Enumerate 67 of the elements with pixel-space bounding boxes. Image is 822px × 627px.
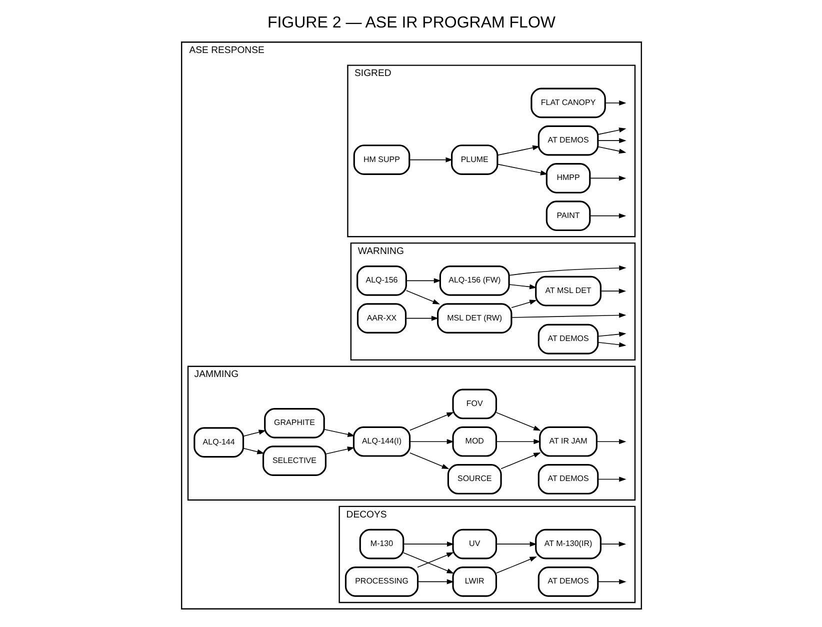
node-box: SOURCE bbox=[446, 464, 502, 494]
arrow bbox=[600, 542, 626, 547]
arrow bbox=[589, 213, 626, 218]
arrow bbox=[495, 439, 540, 444]
arrow bbox=[242, 430, 266, 437]
node-box: ALQ-144 bbox=[193, 427, 244, 458]
node-box: GRAPHITE bbox=[264, 408, 324, 438]
arrow bbox=[408, 157, 452, 162]
arrow bbox=[597, 128, 626, 135]
arrow bbox=[404, 316, 438, 321]
arrow bbox=[416, 552, 454, 568]
arrow bbox=[597, 138, 626, 144]
arrow bbox=[508, 265, 626, 276]
arrow bbox=[597, 146, 626, 154]
node-box: HMPP bbox=[545, 162, 590, 194]
arrow bbox=[409, 439, 454, 444]
node-box: FOV bbox=[452, 388, 497, 420]
node-box: ALQ-144(I) bbox=[352, 426, 410, 457]
arrow bbox=[405, 278, 441, 284]
arrow bbox=[495, 556, 536, 574]
node-box: AT MSL DET bbox=[534, 276, 601, 306]
arrow bbox=[242, 448, 264, 454]
arrow bbox=[597, 476, 626, 482]
arrow bbox=[416, 579, 454, 584]
arrow bbox=[402, 552, 454, 574]
node-box: AT DEMOS bbox=[537, 324, 598, 354]
arrow bbox=[510, 300, 536, 308]
arrow bbox=[500, 452, 540, 470]
node-box: AT DEMOS bbox=[537, 566, 598, 597]
node-box: AT M-130(IR) bbox=[534, 528, 601, 560]
arrow bbox=[495, 412, 540, 431]
arrow bbox=[508, 284, 536, 290]
arrow bbox=[600, 288, 626, 294]
arrow bbox=[405, 290, 440, 304]
arrow bbox=[409, 412, 454, 431]
arrow bbox=[589, 176, 626, 181]
node-box: FLAT CANOPY bbox=[530, 88, 606, 118]
arrow bbox=[409, 452, 449, 470]
arrow bbox=[596, 439, 626, 444]
arrow bbox=[495, 542, 537, 547]
node-box: PROCESSING bbox=[344, 566, 418, 597]
node-box: AT DEMOS bbox=[537, 125, 598, 156]
arrow bbox=[510, 312, 626, 318]
arrow bbox=[597, 342, 626, 348]
node-box: ALQ-156 (FW) bbox=[438, 265, 510, 296]
node-box: SELECTIVE bbox=[262, 446, 326, 476]
node-box: MOD bbox=[452, 426, 497, 457]
arrow bbox=[402, 542, 454, 547]
arrow bbox=[604, 100, 626, 106]
diagram-title: FIGURE 2 — ASE IR PROGRAM FLOW bbox=[266, 14, 556, 32]
arrow bbox=[496, 164, 548, 176]
node-box: AAR-XX bbox=[356, 303, 406, 334]
node-box: PLUME bbox=[450, 144, 498, 175]
node-box: PAINT bbox=[545, 200, 590, 232]
node-box: UV bbox=[452, 528, 497, 560]
node-box: HM SUPP bbox=[352, 144, 410, 175]
arrow bbox=[597, 579, 626, 584]
arrow bbox=[597, 332, 626, 337]
node-box: AT DEMOS bbox=[537, 464, 598, 494]
node-box: ALQ-156 bbox=[356, 265, 406, 296]
arrow bbox=[324, 446, 354, 454]
node-box: MSL DET (RW) bbox=[436, 303, 512, 334]
arrow bbox=[323, 429, 354, 437]
arrow bbox=[496, 145, 540, 156]
node-box: LWIR bbox=[452, 566, 497, 597]
node-box: AT IR JAM bbox=[538, 426, 597, 457]
node-box: M-130 bbox=[358, 528, 404, 560]
